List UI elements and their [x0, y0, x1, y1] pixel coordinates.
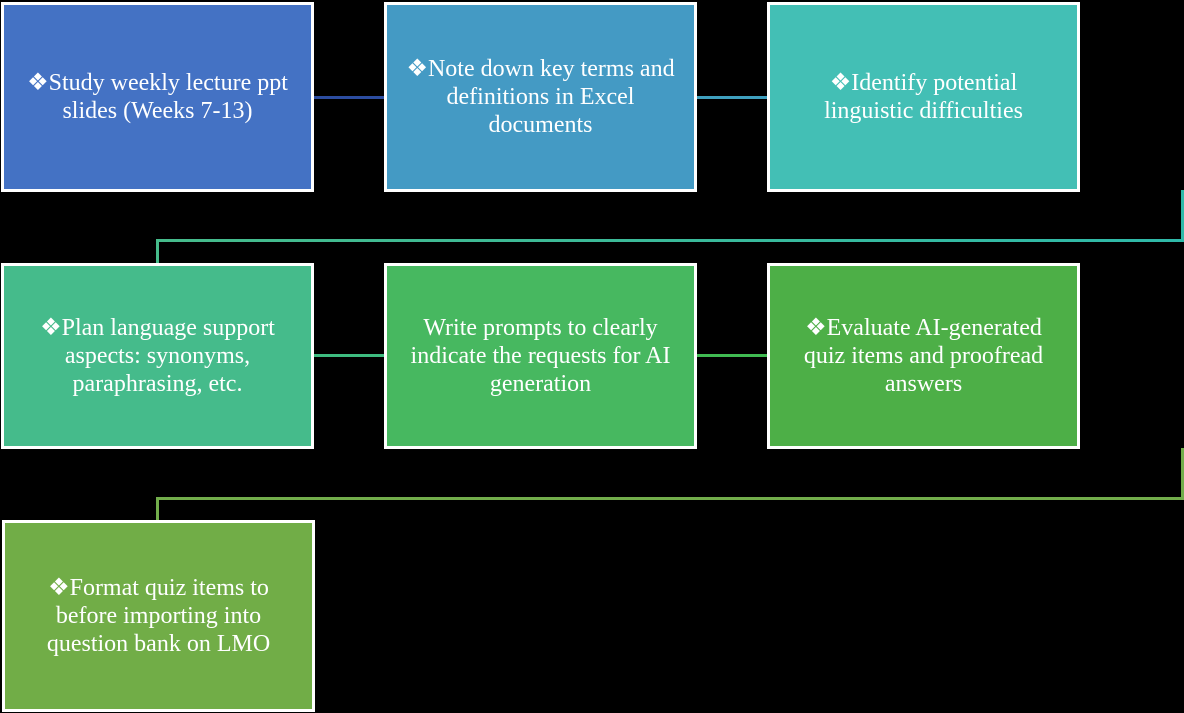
- connector-note-to-identify: [697, 96, 767, 99]
- connector-row1-elbow-horizontal: [156, 239, 1184, 242]
- flow-box-write-prompts: Write prompts to clearly indicate the re…: [384, 263, 697, 449]
- flow-box-plan-support: ❖Plan language support aspects: synonyms…: [1, 263, 314, 449]
- connector-row2-elbow-horizontal: [156, 497, 1184, 500]
- flow-box-identify-difficulties: ❖Identify potential linguistic difficult…: [767, 2, 1080, 192]
- flow-box-evaluate-items: ❖Evaluate AI-generated quiz items and pr…: [767, 263, 1080, 449]
- connector-row1-elbow-right-vertical: [1181, 190, 1184, 242]
- connector-plan-to-write: [314, 354, 384, 357]
- connector-study-to-note: [314, 96, 384, 99]
- connector-write-to-evaluate: [697, 354, 767, 357]
- flow-box-format-items: ❖Format quiz items to before importing i…: [2, 520, 315, 712]
- connector-row2-elbow-left-vertical: [156, 497, 159, 520]
- connector-row1-elbow-left-vertical: [156, 239, 159, 263]
- flow-box-note-terms: ❖Note down key terms and definitions in …: [384, 2, 697, 192]
- flow-box-study-slides: ❖Study weekly lecture ppt slides (Weeks …: [1, 2, 314, 192]
- connector-row2-elbow-right-vertical: [1181, 448, 1184, 500]
